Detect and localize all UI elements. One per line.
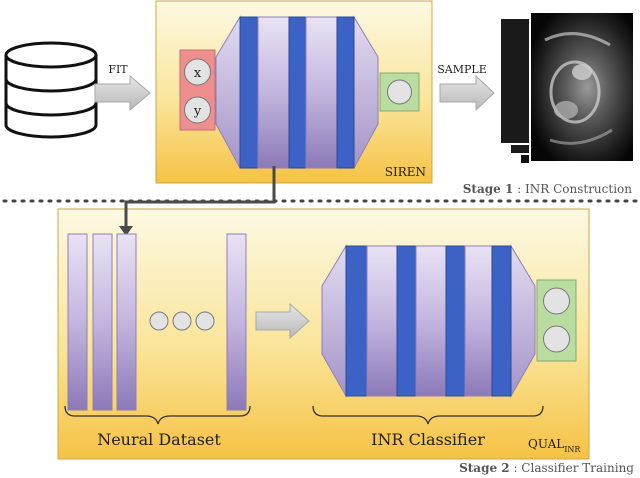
dataset-inr-bar bbox=[67, 233, 88, 411]
stage-1-name: INR Construction bbox=[525, 182, 632, 196]
mri-image-stack-icon bbox=[499, 11, 635, 165]
classifier-output-node bbox=[543, 287, 570, 315]
stage-1-caption: Stage 1 : INR Construction bbox=[463, 182, 632, 196]
output-node bbox=[387, 79, 412, 105]
dataset-inr-bar bbox=[116, 233, 137, 411]
input-x-label: x bbox=[194, 66, 202, 81]
classifier-output-node bbox=[543, 325, 570, 353]
qual-label: QUAL bbox=[528, 437, 564, 451]
ellipsis-dots-icon bbox=[149, 311, 215, 331]
stage-2-number: Stage 2 bbox=[459, 461, 510, 475]
input-node-x bbox=[184, 58, 211, 86]
dataset-brace bbox=[64, 405, 251, 425]
block-arrow-right-icon bbox=[255, 302, 310, 340]
input-y-label: y bbox=[193, 104, 202, 119]
inr-classifier-network bbox=[321, 244, 536, 398]
stage-2-separator: : bbox=[510, 461, 522, 475]
siren-label: SIREN bbox=[385, 165, 426, 179]
siren-layer-blue bbox=[239, 16, 259, 169]
sample-arrow-icon bbox=[439, 74, 495, 112]
classifier-layer-purple bbox=[366, 245, 398, 397]
stage-2-name: Classifier Training bbox=[521, 461, 634, 475]
stage-1-number: Stage 1 bbox=[463, 182, 514, 196]
database-icon bbox=[4, 41, 98, 139]
sample-label: SAMPLE bbox=[437, 63, 486, 76]
siren-layer-blue bbox=[336, 16, 355, 169]
connector-arrow bbox=[124, 166, 276, 228]
siren-layer-blue bbox=[288, 16, 307, 169]
siren-layer-purple bbox=[257, 16, 290, 169]
dataset-inr-bar bbox=[92, 233, 113, 411]
classifier-layer-blue bbox=[396, 245, 417, 397]
dataset-inr-bar bbox=[226, 233, 247, 411]
classifier-layer-blue bbox=[345, 245, 368, 397]
qual-subscript: INR bbox=[564, 445, 581, 454]
input-node-y bbox=[184, 96, 211, 124]
classifier-layer-blue bbox=[445, 245, 466, 397]
classifier-layer-blue bbox=[491, 245, 512, 397]
siren-layer-purple bbox=[305, 16, 338, 169]
stage-2-caption: Stage 2 : Classifier Training bbox=[459, 461, 634, 475]
fit-label: FIT bbox=[108, 63, 128, 76]
classifier-brace bbox=[312, 405, 544, 425]
classifier-layer-purple bbox=[415, 245, 447, 397]
inr-classifier-label: INR Classifier bbox=[371, 430, 485, 449]
classifier-layer-purple bbox=[464, 245, 493, 397]
neural-dataset-label: Neural Dataset bbox=[97, 430, 221, 449]
stage-1-separator: : bbox=[513, 182, 525, 196]
siren-network bbox=[215, 15, 379, 169]
neural-dataset bbox=[67, 233, 247, 411]
connector-arrowhead bbox=[119, 226, 133, 236]
qual-inr-label: QUALINR bbox=[528, 437, 581, 454]
fit-arrow-icon bbox=[94, 74, 151, 112]
